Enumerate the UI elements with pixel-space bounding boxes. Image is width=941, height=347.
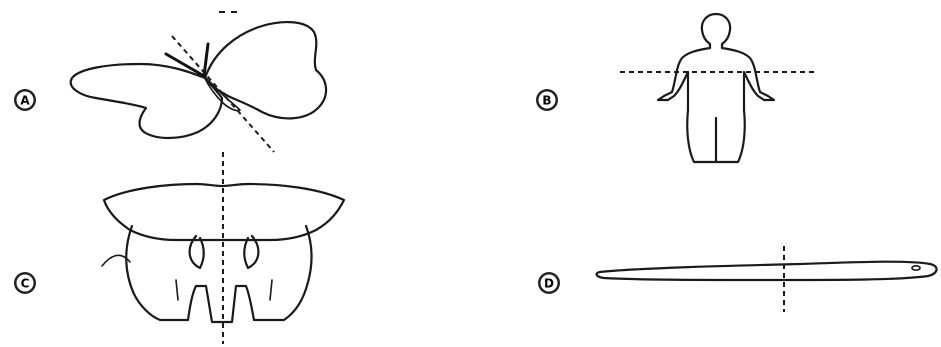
label-b: B (542, 94, 551, 108)
label-a: A (20, 94, 30, 108)
label-badge-a: A (14, 89, 36, 111)
label-badge-b: B (536, 89, 558, 111)
panel-b: B (536, 14, 818, 162)
label-c: C (21, 277, 30, 291)
panel-a: A (14, 22, 326, 152)
panel-d: D (538, 246, 937, 312)
panel-c: C (14, 152, 344, 344)
label-badge-d: D (538, 272, 560, 294)
label-badge-c: C (14, 272, 36, 294)
human-figure (658, 14, 774, 162)
worm-figure (597, 262, 937, 280)
label-d: D (544, 277, 554, 291)
butterfly-figure (71, 22, 326, 138)
